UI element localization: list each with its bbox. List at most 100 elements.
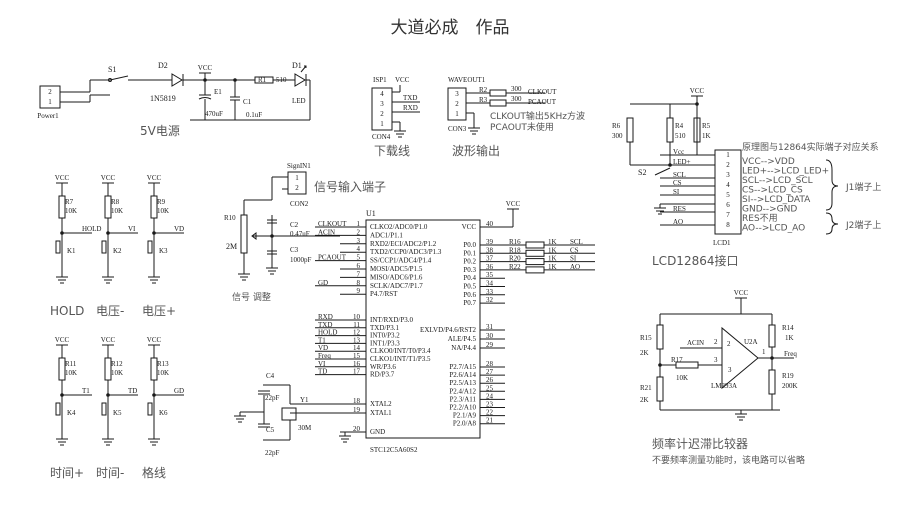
net-label: SCL [673,171,686,179]
isp-caption: 下载线 [374,144,410,158]
pin-function: ADC1/P1.1 [370,231,403,239]
pin-number: 30 [486,332,494,340]
net-label: PCAOUT [528,98,557,106]
pin-number: 17 [353,368,361,376]
pin-number: 5 [357,254,361,262]
isp-connector [371,87,393,131]
pin-number: 27 [486,368,494,376]
cap-label: C4 [266,372,275,380]
pin-number: 34 [486,280,494,288]
lcd-brace [825,159,839,211]
pin-number: 2 [357,228,361,236]
cap-label: E1 [214,88,222,96]
pin-number: 12 [353,329,361,337]
pin-function: INT1/P3.3 [370,339,400,347]
resistor-value: 10K [157,369,169,377]
switch-label: S1 [108,65,116,74]
pin-function: SS/CCP1/ADC4/P1.4 [370,257,432,265]
pin-function: VCC [462,223,477,231]
pin-number: 22 [486,409,494,417]
pin-function: SCLK/ADC7/P1.7 [370,282,423,290]
pin-number: 25 [486,384,494,392]
junction-dot [668,163,672,167]
diode-icon [171,73,183,87]
pin-function: P0.4 [463,274,476,282]
resistor-value: 300 [511,85,522,93]
pin-function: P2.0/A8 [453,420,477,428]
vcc-label: VCC [101,174,116,182]
net-label: CLKOUT [318,220,347,228]
resistor-value: 10K [111,207,123,215]
pin-number: 3 [455,90,459,98]
pin-number: 40 [486,220,494,228]
switch-label: S2 [638,168,646,177]
key-icon [55,402,61,416]
net-label: T1 [82,387,90,395]
mcu-label: U1 [366,209,376,218]
pin-number: 3 [380,100,384,108]
pin-number: 3 [357,237,361,245]
key-caption: 时间+ [50,466,84,480]
net-label: Freq [784,350,797,358]
pin-number: 32 [486,296,494,304]
resistor-label: R18 [509,246,521,254]
pin-number: 26 [486,376,494,384]
pin-function: RD/P3.7 [370,371,395,379]
resistor-value: 10K [65,369,77,377]
pin-function: P0.5 [463,283,476,291]
resistor-label: R10 [224,214,236,222]
pin-number: 2 [380,110,384,118]
key-label: K5 [113,409,122,417]
pin-function: EXLVD/P4.6/RST2 [420,326,476,334]
pin-function: P2.6/A14 [449,371,476,379]
lcd-note-title: 原理图与12864实际端子对应关系 [742,141,879,153]
vcc-label: VCC [55,174,70,182]
pin-function: P2.7/A15 [449,363,476,371]
key-icon [101,240,107,254]
resistor-body [525,249,545,257]
net-label: RXD [318,313,333,321]
resistor-label: R2 [479,86,488,94]
net-label: RES [673,205,686,213]
pin-number: 19 [353,406,361,414]
pin-number: 23 [486,401,494,409]
lcd-label: LCD1 [713,239,731,247]
pin-function: XTAL2 [370,400,392,408]
resistor-label: R15 [640,334,652,342]
pin-number: 1 [295,174,299,182]
pin-number: 5 [726,191,730,199]
resistor-label: R4 [675,122,684,130]
net-label: SCL [570,238,583,246]
comparator-part: LM393A [711,382,737,390]
net-label: CLKOUT [528,88,557,96]
comparator-body [721,326,759,390]
pin-function: ALE/P4.5 [448,335,477,343]
pin-number: 2 [455,100,459,108]
comparator-label: U2A [744,338,758,346]
isp-label: ISP1 [373,76,387,84]
cap-value: 22pF [265,449,280,457]
resistor-body [525,241,545,249]
resistor-value: 10K [676,374,688,382]
switch-lever [109,75,129,81]
lcd-map-item: LED+-->LCD_LED+ [742,167,829,177]
net-label: SI [673,188,680,196]
pin-number: 1 [380,120,384,128]
wave-connector [447,87,467,121]
pin-function: GND [370,428,385,436]
pin-number: 1 [48,98,52,106]
pin-function: RXD2/ECI/ADC2/P1.2 [370,240,437,248]
cap-label: C3 [290,246,299,254]
pin-function: P0.2 [463,258,476,266]
pin-number: 2 [726,161,730,169]
resistor-body [768,324,776,348]
pin-function: P0.7 [463,299,476,307]
resistor-value: 1K [785,334,794,342]
resistor-value: 1K [548,246,557,254]
power-connector [39,85,61,109]
led-text: LED [292,97,306,105]
lcd-caption: LCD12864接口 [652,253,738,268]
resistor-label: R19 [782,372,794,380]
resistor-label: R17 [671,356,683,364]
